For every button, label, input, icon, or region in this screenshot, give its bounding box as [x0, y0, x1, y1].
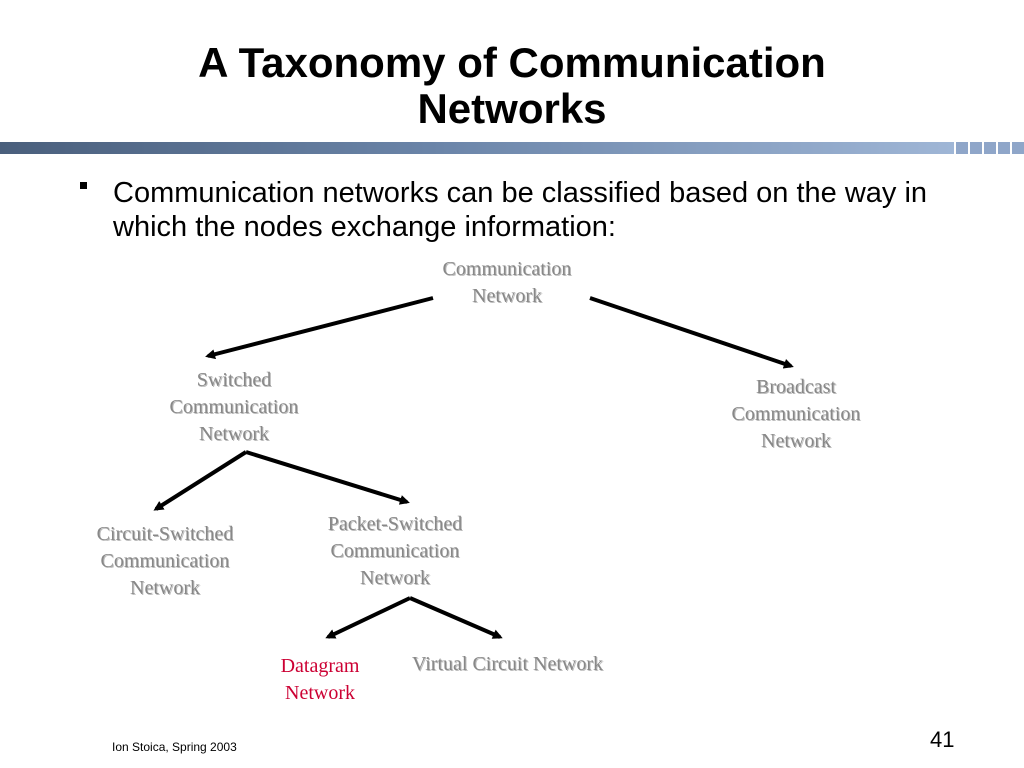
divider-square: [970, 142, 982, 154]
footer-author: Ion Stoica, Spring 2003: [112, 740, 237, 754]
bullet-item: Communication networks can be classified…: [80, 176, 960, 244]
divider-squares: [954, 142, 1024, 154]
divider-band: [0, 142, 954, 154]
divider-square: [1012, 142, 1024, 154]
node-switched-network: Switched Communication Network: [169, 369, 299, 445]
node-communication-network: Communication Network: [442, 258, 572, 307]
page-number: 41: [930, 727, 955, 752]
divider-square: [998, 142, 1010, 154]
arrow-root-to-broadcast: [589, 296, 794, 369]
bullet-text: Communication networks can be classified…: [113, 177, 928, 243]
arrow-packet-to-datagram: [325, 596, 411, 639]
divider-square: [984, 142, 996, 154]
node-broadcast-network: Broadcast Communication Network: [731, 376, 861, 452]
slide-title: A Taxonomy of Communication Networks: [198, 39, 826, 132]
node-virtual-circuit-network: Virtual Circuit Network: [412, 653, 603, 675]
node-datagram-network: Datagram Network: [280, 655, 360, 704]
title-divider: [0, 142, 1024, 154]
arrow-root-to-switched: [205, 296, 434, 360]
bullet-square-icon: [80, 182, 87, 189]
node-packet-switched-network: Packet-Switched Communication Network: [327, 513, 463, 589]
arrow-switched-to-circuit: [153, 450, 248, 511]
arrow-switched-to-packet: [245, 450, 410, 505]
divider-square: [956, 142, 968, 154]
node-circuit-switched-network: Circuit-Switched Communication Network: [96, 523, 234, 599]
arrow-packet-to-virtual: [409, 596, 503, 639]
